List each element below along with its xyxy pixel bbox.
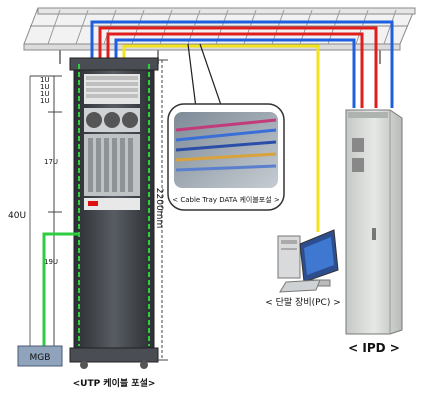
mgb-label: MGB [30,353,51,363]
height-label: 2200mm [154,188,164,228]
pc-workstation [278,230,338,292]
ipd-caption: < IPD > [348,341,400,355]
rack-caption: <UTP 케이블 포설> [73,377,156,389]
pc-caption: < 단말 장비(PC) > [265,296,341,308]
height-dimension: 2200mm [154,60,168,360]
u-label-4: 1U [40,97,50,105]
mgb-box: MGB [18,346,62,366]
tray-caption: < Cable Tray DATA 케이블포설 > [172,195,280,204]
rack-units-scale: 1U 1U 1U 1U 17U 19U 40U [8,76,62,350]
u-label-40: 40U [8,211,26,221]
callout-leaders [188,44,222,108]
u-label-19: 19U [44,258,58,266]
rack [70,58,158,369]
tray-callout: < Cable Tray DATA 케이블포설 > [168,104,284,210]
u-label-17: 17U [44,158,58,166]
cable-tray [24,8,415,64]
ipd-cabinet [346,110,402,334]
